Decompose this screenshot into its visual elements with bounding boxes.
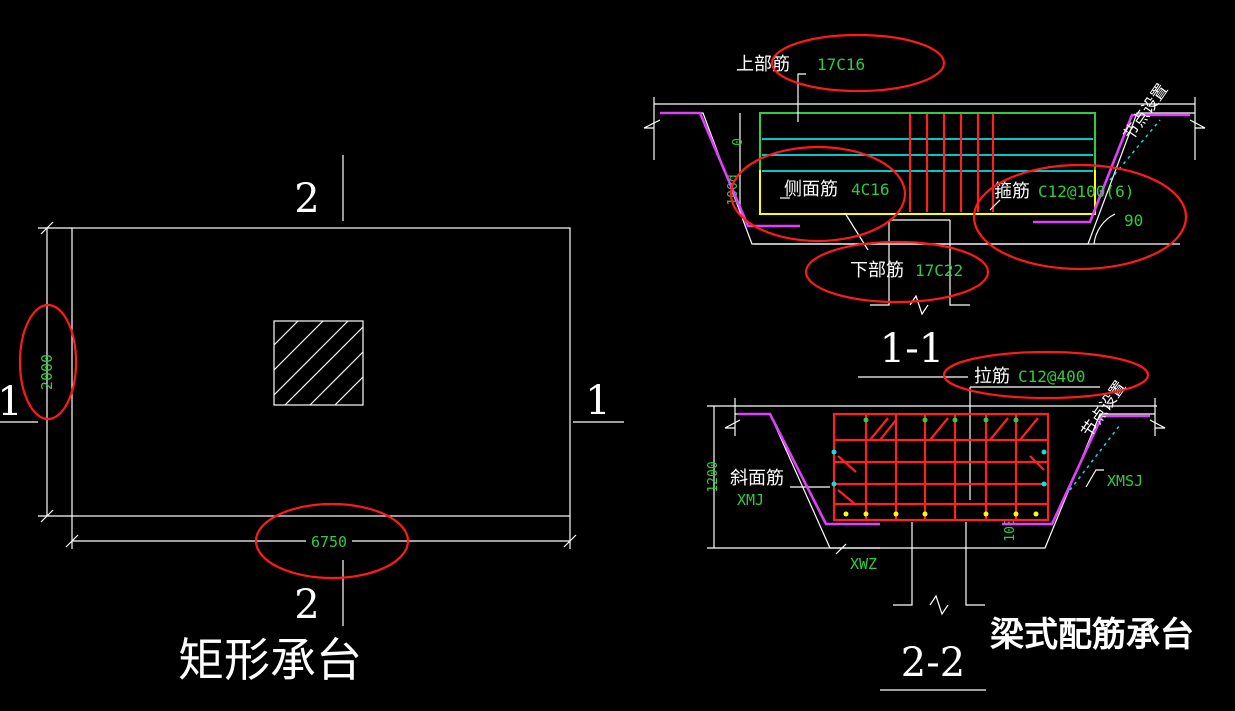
angle-value: 90 — [1124, 211, 1143, 230]
slope-bar-right — [1033, 113, 1190, 224]
highlight-height — [18, 303, 78, 421]
highlight-side-bar — [729, 145, 907, 243]
dim-zero-text: 0 — [731, 138, 746, 146]
stirrup-frame — [759, 170, 1096, 215]
side-bar-label: 侧面筋 — [784, 179, 838, 200]
base-value: XWZ — [850, 555, 877, 573]
section-1-left-label: 1 — [0, 379, 23, 425]
cap-outline — [71, 227, 571, 517]
stirrup-value: C12@100(6) — [1038, 182, 1134, 201]
rebar-dots-side — [831, 449, 1047, 487]
dim-100-text: 100 — [1003, 518, 1018, 541]
rebar-grid — [832, 412, 1050, 522]
vertical-bars — [908, 114, 995, 212]
slope-bar-left-2 — [738, 412, 880, 526]
tie-value: C12@400 — [1018, 367, 1085, 386]
highlight-stirrup — [972, 163, 1188, 271]
slope-label: 斜面筋 — [730, 468, 784, 489]
dim-1200-text: 1200 — [706, 461, 721, 492]
top-rebar-frame — [759, 112, 1096, 170]
slope-bar-right-2 — [1002, 414, 1150, 526]
side-bar-value: 4C16 — [851, 180, 890, 199]
section-2-2: 1200 100 — [706, 350, 1194, 691]
section-1-1-title: 1-1 — [880, 326, 944, 372]
rebar-dots — [843, 511, 1039, 517]
column-hatch — [273, 320, 364, 406]
dim-height-text: 2000 — [38, 354, 56, 390]
section-1-1-leaders — [780, 73, 1116, 251]
dim-width-line — [65, 516, 577, 549]
top-bar-label: 上部筋 — [736, 54, 790, 75]
node-label-1: 节点设置 — [1119, 80, 1171, 143]
highlight-top-bar — [770, 33, 946, 93]
node-dotted — [1109, 119, 1161, 181]
column-outline — [273, 320, 364, 406]
section-1-right-label: 1 — [585, 378, 610, 424]
highlight-width — [254, 502, 410, 580]
bottom-bar-value: 17C22 — [915, 261, 963, 280]
tie-label: 拉筋 — [974, 366, 1010, 387]
highlight-tie — [942, 350, 1150, 400]
top-bar-value: 17C16 — [817, 55, 865, 74]
section-2-bottom-label: 2 — [294, 582, 319, 628]
section-2-2-title: 2-2 — [901, 640, 965, 686]
rebar-dots-top — [863, 417, 1019, 423]
rect-cap-plan: 2000 6750 2 2 1 1 矩形承台 — [0, 155, 624, 687]
rect-cap-title: 矩形承台 — [178, 633, 362, 687]
slope-left-value: XMJ — [737, 491, 764, 509]
section-1-1: 0 100d 上部筋 — [643, 33, 1206, 378]
bottom-bar-label: 下部筋 — [850, 260, 904, 281]
dim-width-text: 6750 — [311, 533, 347, 551]
beam-cap-caption: 梁式配筋承台 — [990, 615, 1194, 655]
stirrup-label: 箍筋 — [994, 181, 1030, 202]
dim-height-line — [38, 221, 72, 523]
highlight-bottom-bar — [804, 240, 990, 304]
slope-bar-left — [660, 111, 800, 228]
section-2-top-label: 2 — [294, 176, 319, 222]
slope-right-value: XMSJ — [1107, 472, 1143, 490]
